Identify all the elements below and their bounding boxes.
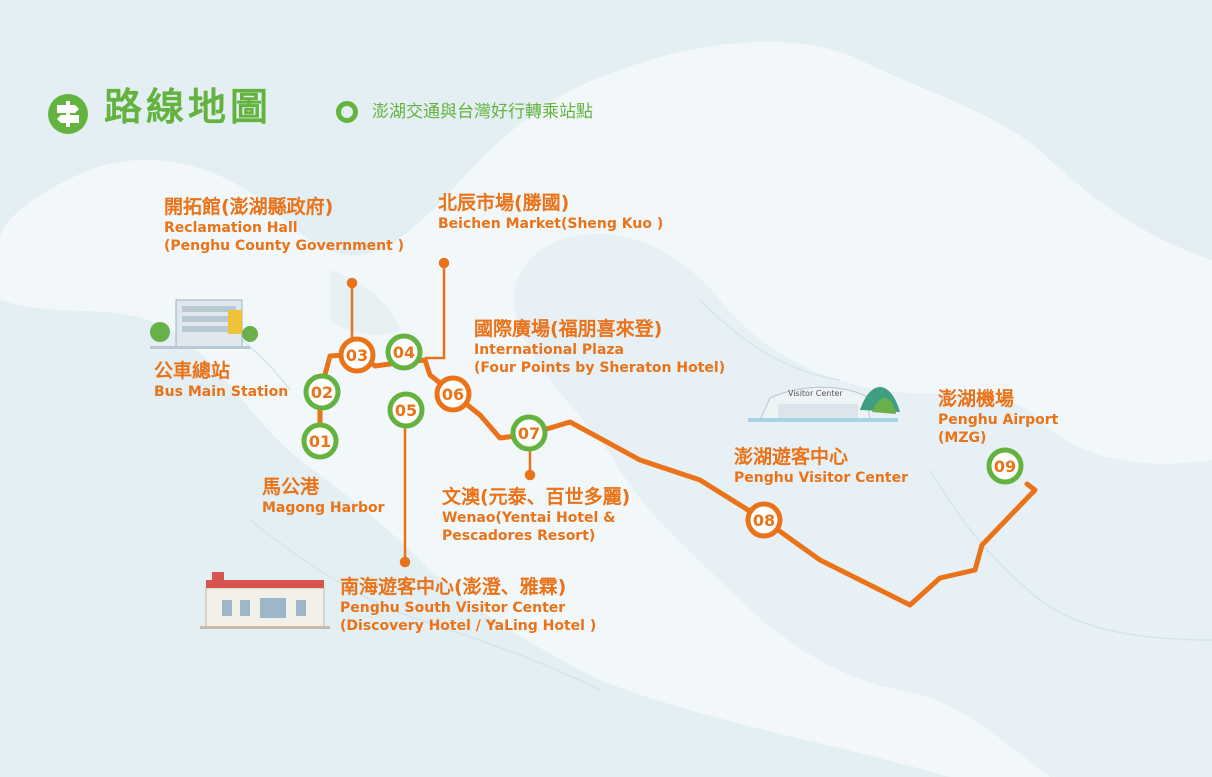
stop-number: 03 xyxy=(346,346,368,365)
stop-marker-06[interactable]: 06 xyxy=(434,375,472,413)
stop-marker-03[interactable]: 03 xyxy=(338,336,376,374)
stop-marker-07[interactable]: 07 xyxy=(510,414,548,452)
stop-label-07: 文澳(元泰、百世多麗) Wenao(Yentai Hotel & Pescado… xyxy=(442,486,630,545)
stops-layer: 01 02 03 04 05 06 07 08 09 xyxy=(301,333,1024,539)
stop-en: Penghu South Visitor Center xyxy=(340,599,566,616)
stop-marker-04[interactable]: 04 xyxy=(385,333,423,371)
transfer-stop-ring xyxy=(303,373,341,411)
stop-marker-01[interactable]: 01 xyxy=(301,422,339,460)
stop-ring xyxy=(338,336,376,374)
bus-station-building-illustration xyxy=(150,299,258,349)
stop-zh: 北辰市場(勝國) xyxy=(438,192,570,214)
stop-en: Pescadores Resort) xyxy=(442,527,596,544)
stop-number: 05 xyxy=(395,401,417,420)
stop-number: 04 xyxy=(393,343,415,362)
stop-zh: 澎湖機場 xyxy=(938,388,1015,410)
stop-zh: 文澳(元泰、百世多麗) xyxy=(442,486,631,508)
visitor-center-sign: Visitor Center xyxy=(788,389,843,398)
stop-label-06: 國際廣場(福朋喜來登) International Plaza (Four Po… xyxy=(474,318,725,377)
stop-en: Wenao(Yentai Hotel & xyxy=(442,509,616,526)
stop-en: Penghu Airport xyxy=(938,411,1059,428)
stop-label-04: 北辰市場(勝國) Beichen Market(Sheng Kuo ) xyxy=(438,192,663,233)
stop-en: Penghu Visitor Center xyxy=(734,469,908,486)
stop-en: (Discovery Hotel / YaLing Hotel ) xyxy=(340,617,597,634)
stop-zh: 南海遊客中心(澎澄、雅霖) xyxy=(340,576,567,598)
stop-en: (Penghu County Government ) xyxy=(164,237,405,254)
stop-en: (MZG) xyxy=(938,429,987,446)
stop-en: Beichen Market(Sheng Kuo ) xyxy=(438,215,664,232)
stop-label-05: 南海遊客中心(澎澄、雅霖) Penghu South Visitor Cente… xyxy=(340,576,596,635)
transfer-stop-ring xyxy=(387,391,425,429)
transfer-legend-text: 澎湖交通與台灣好行轉乘站點 xyxy=(372,102,593,122)
stop-en: Bus Main Station xyxy=(154,383,289,400)
stop-ring xyxy=(745,501,783,539)
stop-ring xyxy=(434,375,472,413)
stop-en: International Plaza xyxy=(474,341,624,358)
south-visitor-center-illustration xyxy=(200,572,330,629)
stop-marker-02[interactable]: 02 xyxy=(303,373,341,411)
stop-zh: 馬公港 xyxy=(262,476,320,498)
stop-number: 08 xyxy=(753,511,775,530)
stop-number: 01 xyxy=(309,432,331,451)
stop-marker-08[interactable]: 08 xyxy=(745,501,783,539)
stop-label-08: 澎湖遊客中心 Penghu Visitor Center xyxy=(734,446,908,487)
stop-number: 09 xyxy=(994,457,1016,476)
stop-zh: 公車總站 xyxy=(154,360,231,382)
stop-en: Magong Harbor xyxy=(262,499,385,516)
transfer-stop-ring xyxy=(385,333,423,371)
transfer-stop-ring xyxy=(510,414,548,452)
stop-number: 02 xyxy=(311,383,333,402)
stop-number: 06 xyxy=(442,385,464,404)
stop-label-03: 開拓館(澎湖縣政府) Reclamation Hall (Penghu Coun… xyxy=(164,196,404,255)
stop-zh: 開拓館(澎湖縣政府) xyxy=(164,196,334,218)
page-title: 路線地圖 xyxy=(104,85,273,129)
stop-label-09: 澎湖機場 Penghu Airport (MZG) xyxy=(938,388,1058,447)
stop-en: Reclamation Hall xyxy=(164,219,298,236)
stop-label-01: 馬公港 Magong Harbor xyxy=(262,476,385,517)
stop-en: (Four Points by Sheraton Hotel) xyxy=(474,359,726,376)
transfer-stop-ring xyxy=(301,422,339,460)
visitor-center-illustration: Visitor Center xyxy=(748,386,900,422)
stop-marker-05[interactable]: 05 xyxy=(387,391,425,429)
stop-zh: 國際廣場(福朋喜來登) xyxy=(474,318,663,340)
leader-lines xyxy=(346,257,536,568)
stop-number: 07 xyxy=(518,424,540,443)
signpost-icon xyxy=(48,94,88,134)
stop-label-02: 公車總站 Bus Main Station xyxy=(154,360,288,401)
transfer-stop-ring xyxy=(986,447,1024,485)
stop-marker-09[interactable]: 09 xyxy=(986,447,1024,485)
stop-zh: 澎湖遊客中心 xyxy=(734,446,849,468)
transfer-legend-icon xyxy=(336,101,358,123)
